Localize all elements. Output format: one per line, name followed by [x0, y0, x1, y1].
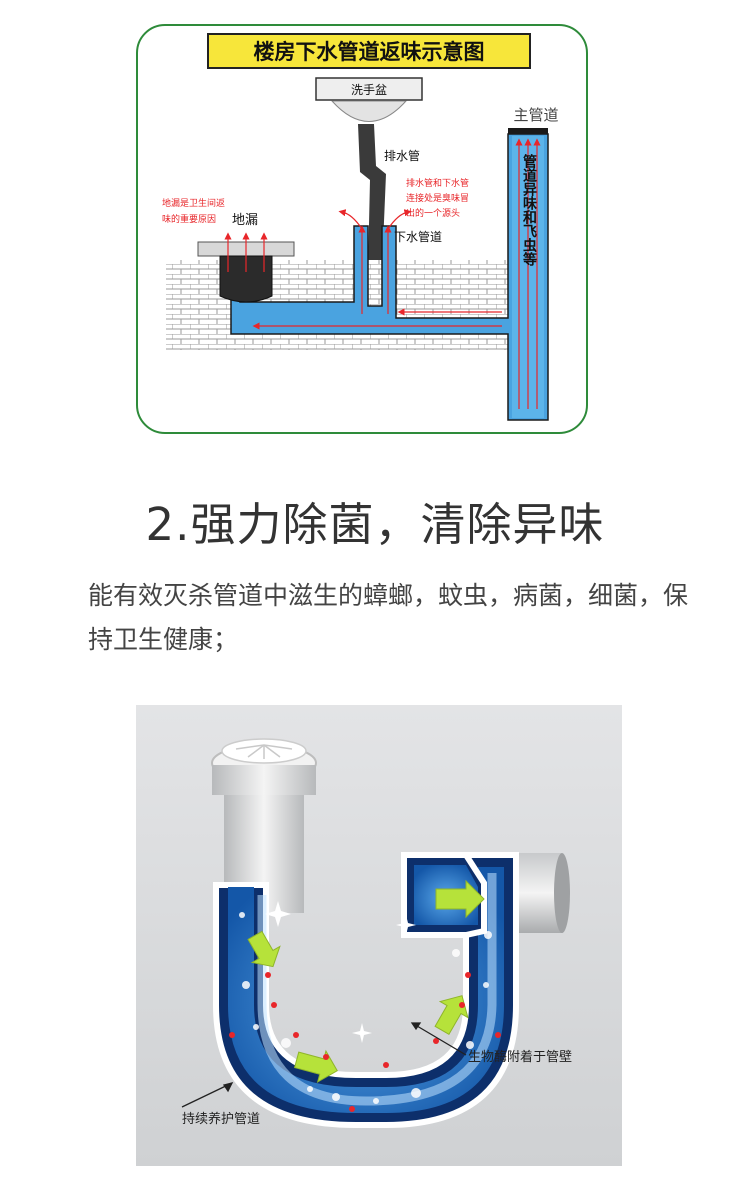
washbasin: [330, 100, 408, 122]
sewer-pipe-label: 下水管道: [394, 229, 442, 244]
enzyme-dots: [229, 972, 501, 1112]
enzyme-label: 生物酶附着于管壁: [468, 1049, 572, 1065]
drain-odor-diagram: 楼房下水管道返味示意图 洗手盆 排水管 排水管和下水管 连接处是臭味冒 出的一个…: [136, 24, 588, 436]
annotation-lines: [181, 1022, 467, 1108]
u-trap-diagram: 生物酶附着于管壁 持续养护管道: [136, 705, 622, 1166]
cap-collar: [212, 765, 316, 795]
floor-drain-note-line1: 地漏是卫生间返: [162, 197, 225, 209]
drain-pipe: [358, 124, 386, 269]
basin-sign: [315, 77, 423, 101]
joint-note-line2: 连接处是臭味冒: [406, 192, 469, 204]
floor-drain-body: [219, 255, 273, 303]
u-trap-diagram-svg: 生物酶附着于管壁 持续养护管道: [136, 705, 622, 1166]
flow-arrows: [247, 879, 485, 1084]
title-banner: [207, 33, 531, 69]
section-title: 2.强力除菌，清除异味: [145, 498, 605, 551]
section-body: 能有效灭杀管道中滋生的蟑螂，蚊虫，病菌，细菌，保持卫生健康；: [88, 581, 689, 654]
main-pipe-vertical-text: 管道异味和飞虫等: [521, 153, 537, 267]
drain-odor-diagram-svg: 楼房下水管道返味示意图 洗手盆 排水管 排水管和下水管 连接处是臭味冒 出的一个…: [136, 24, 588, 434]
floor-drain-label: 地漏: [232, 212, 258, 228]
floor-drain-note-line2: 味的重要原因: [162, 213, 216, 225]
basin-label: 洗手盆: [351, 83, 387, 97]
main-pipe-label: 主管道: [513, 106, 558, 124]
flow-band: [257, 873, 497, 1106]
drain-pipe-label: 排水管: [384, 148, 420, 163]
diagram-title: 楼房下水管道返味示意图: [254, 40, 485, 64]
drain-cap-grille: [235, 744, 293, 759]
floor-drain-arrows: [224, 232, 268, 272]
outlet-end: [554, 853, 570, 933]
bubbles: [239, 912, 492, 1104]
maintain-label: 持续养护管道: [182, 1111, 260, 1127]
odor-arrows: [252, 138, 541, 409]
joint-note-line1: 排水管和下水管: [406, 177, 469, 189]
main-pipe-cap: [508, 128, 548, 134]
sparkles: [265, 901, 416, 1043]
joint-note-line3: 出的一个源头: [406, 207, 460, 219]
